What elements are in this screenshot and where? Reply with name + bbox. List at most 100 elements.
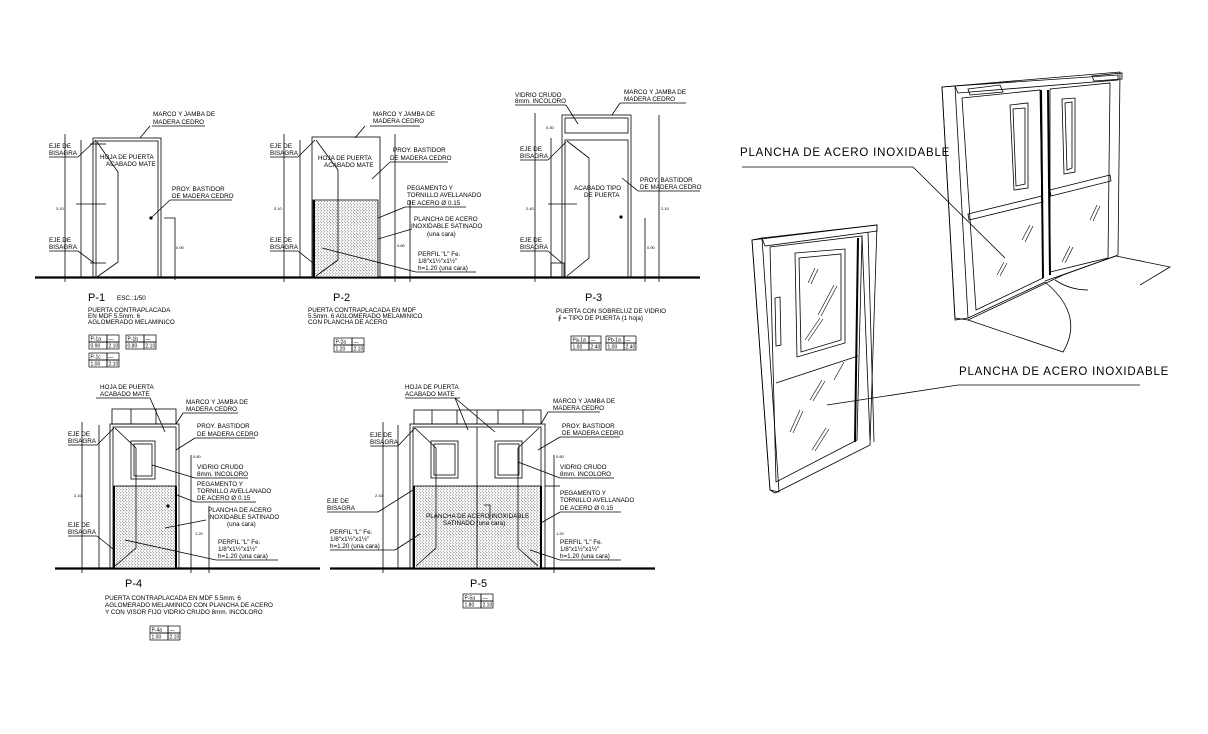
dimension-text: 2.40 [526, 206, 535, 211]
label: PROY. BASTIDOR [197, 423, 250, 430]
door-elevation-p4: HOJA DE PUERTA ACABADO MATE MARCO Y JAMB… [68, 384, 279, 641]
schedule-cell [351, 344, 365, 353]
label: 1/8"x1½"x1½" [418, 257, 457, 265]
door-description: EN MDF 5.5mm. 6 [88, 313, 141, 320]
label: EJE DE [370, 432, 392, 439]
label: HOJA DE PUERTA [405, 384, 459, 391]
dimension-text: 2.10 [74, 493, 83, 498]
label: EJE DE [520, 237, 542, 244]
door-elevation-p5: HOJA DE PUERTA ACABADO MATE MARCO Y JAMB… [327, 384, 634, 609]
schedule-value: — [483, 596, 488, 602]
schedule-value: — [591, 338, 596, 344]
label: EJE DE [49, 143, 71, 150]
dimension-text: 3.10 [274, 206, 283, 211]
schedule-value: 1.00 [608, 345, 618, 351]
vision-panel [130, 440, 156, 480]
label: HOJA DE PUERTA [100, 384, 154, 391]
label: h=1.20 (una cara) [330, 543, 380, 550]
label: VIDRIO CRUDO [197, 464, 244, 471]
door-description: PUERTA CONTRAPLACADA [88, 307, 171, 314]
dimension-text: 2.10 [661, 206, 670, 211]
schedule-cell [106, 341, 120, 350]
steel-plate-hatch [413, 485, 542, 569]
perspective-label-top: PLANCHA DE ACERO INOXIDABLE [740, 147, 950, 159]
dimension-text: 0.90 [647, 245, 656, 250]
label: BISAGRA [370, 439, 399, 446]
label: MARCO Y JAMBA DE [373, 111, 435, 118]
schedule-value: 2.10 [483, 603, 493, 609]
label: PERFIL "L" Fe. [418, 251, 461, 258]
label: MADERA CEDRO [186, 406, 237, 413]
vision-panel [494, 440, 523, 479]
label: INOXIDABLE SATINADO [411, 223, 482, 230]
label: MARCO Y JAMBA DE [624, 89, 686, 96]
label: TORNILLO AVELLANADO [197, 488, 271, 495]
door-description: PUERTA CONTRAPLACADA EN MDF 5.5mm. 6 [105, 595, 241, 602]
schedule-value: 2.10 [170, 635, 180, 641]
steel-plate-hatch [312, 199, 379, 278]
label: DE ACERO Ø 0.15 [197, 495, 251, 502]
door-title: P-2 [333, 292, 350, 304]
door-description: CON PLANCHA DE ACERO [308, 319, 388, 326]
label: PLANCHA DE ACERO [414, 216, 478, 223]
door-window [794, 248, 846, 358]
schedule-value: — [109, 337, 114, 343]
dimension-text: 0.90 [176, 245, 185, 250]
label: MADERA CEDRO [624, 96, 675, 103]
schedule-value: — [109, 355, 114, 361]
label: TORNILLO AVELLANADO [407, 192, 481, 199]
label: BISAGRA [270, 150, 299, 157]
schedule-value: 2.40 [626, 345, 636, 351]
label: EJE DE [327, 498, 349, 505]
label: ACABADO MATE [405, 391, 455, 398]
label: TORNILLO AVELLANADO [560, 497, 634, 504]
label: h=1.20 (una cara) [560, 553, 610, 560]
label: EJE DE [270, 143, 292, 150]
label: PLANCHA DE ACERO INOXIDABLE [426, 513, 529, 520]
label: DE PUERTA [584, 192, 620, 199]
label: MADERA CEDRO [373, 118, 424, 125]
label: VIDRIO CRUDO [515, 92, 562, 99]
label: PEGAMENTO Y [407, 185, 454, 192]
label: HOJA DE PUERTA [100, 154, 154, 161]
door-title: P-5 [470, 578, 487, 590]
schedule-value: 1.20 [336, 347, 346, 353]
label: PROY. BASTIDOR [640, 177, 693, 184]
schedule-value: 1.00 [152, 635, 162, 641]
schedule-value: 1.00 [573, 345, 583, 351]
schedule-value: P-1c [91, 355, 102, 361]
door-handle-icon [149, 216, 153, 220]
perspective-double-door [941, 71, 1172, 353]
label: EJE DE [68, 522, 90, 529]
label: VIDRIO CRUDO [560, 464, 607, 471]
schedule-value: 2.40 [591, 345, 601, 351]
push-bar [1049, 174, 1112, 197]
label: HOJA DE PUERTA [318, 155, 372, 162]
schedule-value: — [146, 337, 151, 343]
schedule-cell [588, 342, 602, 351]
schedule-value: — [626, 338, 631, 344]
label: DE ACERO Ø 0.15 [407, 200, 461, 207]
schedule-value: 1.80 [465, 603, 475, 609]
dimension-text: 0.80 [397, 243, 406, 248]
label: PEGAMENTO Y [560, 490, 607, 497]
label: ACABADO TIPO [574, 185, 621, 192]
label: ACABADO MATE [106, 161, 156, 168]
label: BISAGRA [520, 153, 549, 160]
door-title: P-1 [88, 292, 105, 304]
door-window [1009, 102, 1029, 191]
schedule-cell [106, 359, 120, 368]
label: BISAGRA [327, 505, 356, 512]
dimension-text: 1.20 [556, 531, 565, 536]
dimension-text: 0.80 [556, 454, 565, 459]
label: MARCO Y JAMBA DE [153, 111, 215, 118]
schedule-value: P-5a [465, 596, 476, 602]
dimension-text: 1.20 [195, 531, 204, 536]
door-title: P-3 [585, 292, 602, 304]
